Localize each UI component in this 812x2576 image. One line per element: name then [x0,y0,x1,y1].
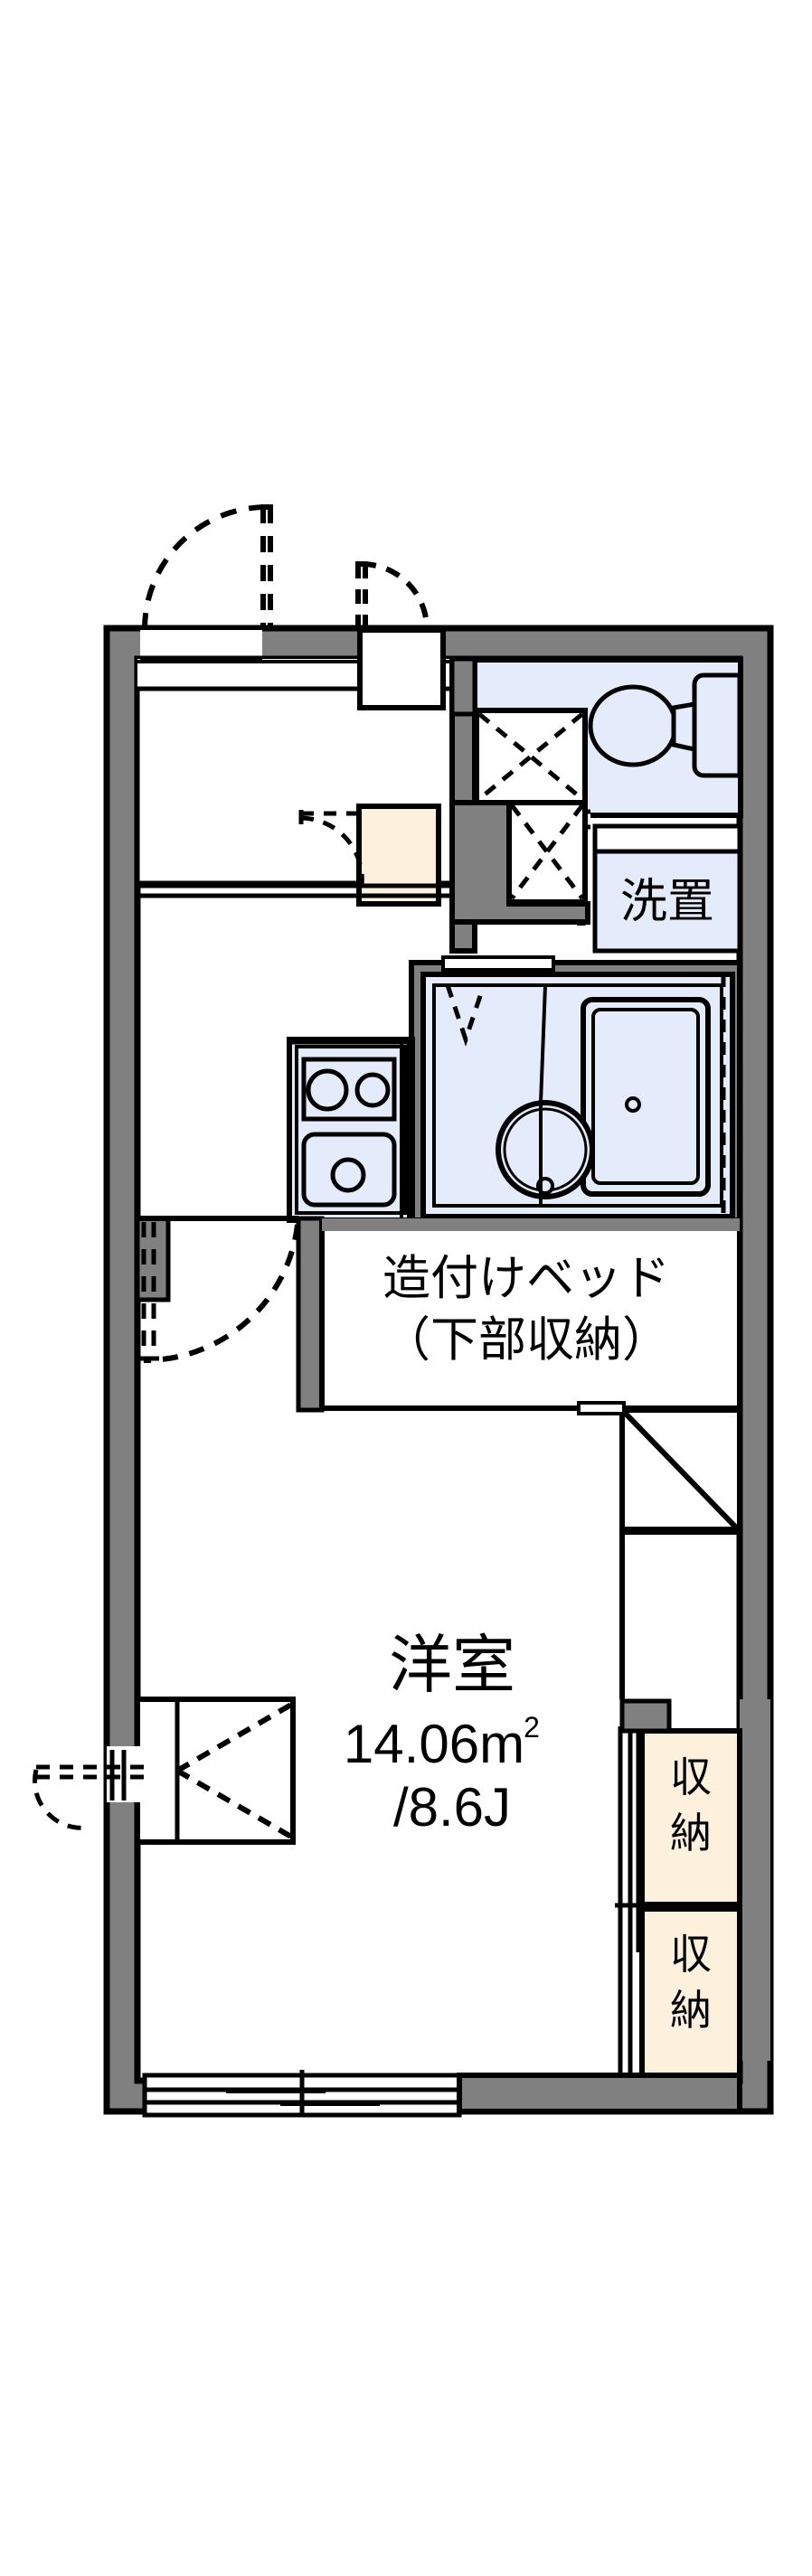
main-room-name: 洋室 [389,1628,515,1702]
upper-closet-opening [577,1401,626,1415]
secondary-vestibule [357,627,446,710]
bathtub-drain [625,1096,641,1113]
closet-right-wall [740,1699,770,2061]
partition-wall-stub [449,656,477,717]
main-room-area-metric: 14.06m [344,1714,524,1774]
toilet-neck [671,701,697,753]
upper-closet-diagonal [621,1409,741,1532]
bed-platform [319,1217,742,1411]
bed-top-band [322,1218,740,1231]
toilet-tank [692,672,742,778]
kitchen-sink-drain [330,1157,366,1193]
bath-unit [409,955,742,1230]
stove-burner-left [306,1068,349,1112]
washbasin-counter-edge [539,983,584,1104]
bed-left-wall [296,1216,325,1413]
closet-upper-label-line1: 収 [670,1753,712,1801]
entrance-door[interactable] [140,504,273,661]
bed-label-line2: （下部収納） [382,1312,670,1368]
stove-burner-right [354,1072,391,1108]
closet-lower-label-line2: 納 [670,1986,712,2035]
secondary-door-swing-arc [361,561,430,630]
main-room-walls [137,2073,742,2114]
bathtub-inner [591,1008,700,1185]
genkan-bottom-edge [137,883,452,898]
bed-label-line1: 造付けベッド [382,1251,670,1306]
bottom-right-wall-band [457,2073,742,2114]
washroom-x-line-3 [510,804,584,900]
washing-machine-space: 洗置 [592,823,742,954]
shoe-box-body [356,804,441,907]
hall-door-swing-arc [143,1224,300,1364]
entrance-door-opening [140,630,262,659]
side-window-box [135,1697,296,1845]
upper-right-closet [577,1401,742,1699]
washroom-area [449,708,590,925]
entrance-door-swing-arc [142,504,268,630]
closet-lower-label-line1: 収 [670,1930,712,1979]
genkan-area [135,659,455,886]
closet-head-block [619,1698,672,1734]
balcony-sliding-window[interactable] [142,2070,462,2118]
side-window-swing-arc [33,1769,88,1830]
storage-closets: 収 納 収 納 [615,1698,770,2085]
closet-upper-box[interactable] [639,1728,742,1907]
secondary-entrance-door[interactable] [355,561,446,710]
closet-upper-label-line2: 納 [670,1809,712,1857]
hall-door[interactable] [135,1216,300,1364]
bath-entry-opening [441,955,555,972]
washroom-grey-surround [449,800,590,925]
side-casement-window[interactable] [33,1697,296,1845]
bath-folding-door [445,984,486,1047]
toilet-fixture [588,672,742,778]
main-room-area-sup: 2 [524,1711,540,1744]
built-in-bed: 造付けベッド （下部収納） [296,1216,742,1413]
washroom-x-line-4 [510,804,584,900]
main-room-label: 洋室 14.06m 2 /8.6J [344,1628,540,1838]
main-room-area-jo: /8.6J [393,1777,511,1838]
toilet-bowl [588,684,678,767]
washer-top-shelf [592,823,742,854]
washer-label: 洗置 [620,875,714,929]
washer-pan [592,849,742,954]
kitchen-unit [287,1037,415,1223]
